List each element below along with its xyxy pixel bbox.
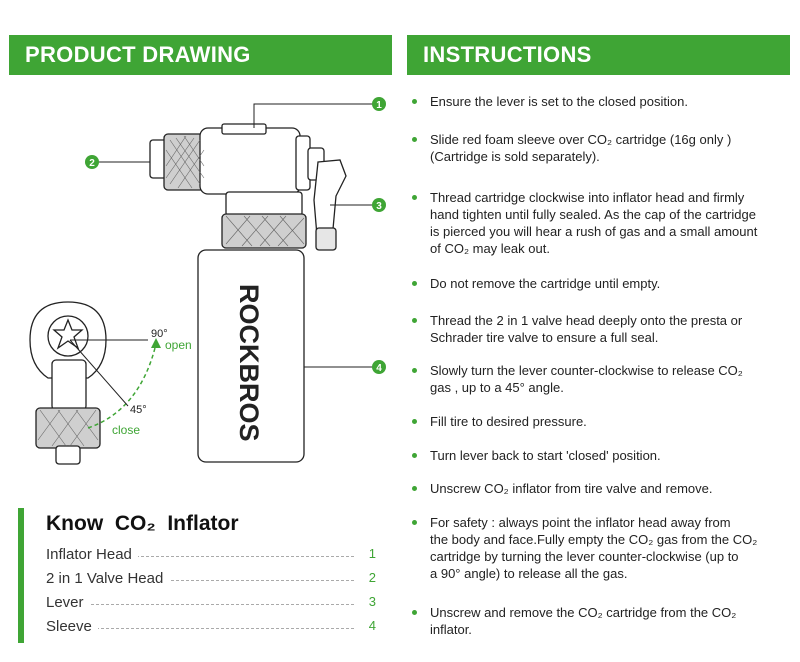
- callout-leaders: [98, 103, 376, 368]
- svg-text:4: 4: [376, 363, 382, 374]
- bullet-icon: [412, 137, 417, 142]
- lever-side-view: [29, 301, 107, 465]
- callout-1-marker: 1: [372, 97, 386, 111]
- instruction-item: Thread the 2 in 1 valve head deeply onto…: [412, 312, 790, 346]
- bullet-icon: [412, 318, 417, 323]
- open-label: open: [165, 338, 192, 352]
- instruction-item: For safety : always point the inflator h…: [412, 514, 790, 582]
- bullet-icon: [412, 486, 417, 491]
- dash-leader: [46, 556, 354, 557]
- instruction-item: Slowly turn the lever counter-clockwise …: [412, 362, 790, 396]
- dash-leader: [46, 604, 354, 605]
- product-drawing-header: PRODUCT DRAWING: [9, 35, 392, 75]
- part-name: Lever: [46, 594, 90, 611]
- rotation-arrow: [87, 343, 157, 429]
- svg-text:2: 2: [89, 158, 95, 169]
- svg-text:3: 3: [376, 201, 382, 212]
- instruction-item: Fill tire to desired pressure.: [412, 413, 790, 430]
- instruction-item: Unscrew and remove the CO₂ cartridge fro…: [412, 604, 790, 638]
- close-angle-line: [69, 339, 129, 407]
- angle-90-label: 90°: [151, 328, 168, 340]
- part-number: 3: [368, 594, 376, 609]
- dash-leader: [46, 628, 354, 629]
- instruction-item: Turn lever back to start 'closed' positi…: [412, 447, 790, 464]
- callout-2-marker: 2: [85, 155, 99, 169]
- bullet-icon: [412, 610, 417, 615]
- bullet-icon: [412, 368, 417, 373]
- instruction-item: Unscrew CO₂ inflator from tire valve and…: [412, 480, 790, 497]
- callout-3-marker: 3: [372, 198, 386, 212]
- part-number: 2: [368, 570, 376, 585]
- product-drawing: ROCKBROS 1 2 3 4 90° open: [29, 97, 386, 465]
- brand-label: ROCKBROS: [234, 284, 264, 442]
- know-title: Know CO₂ Inflator: [46, 512, 239, 535]
- svg-text:1: 1: [376, 100, 382, 111]
- instruction-item: Thread cartridge clockwise into inflator…: [412, 189, 790, 257]
- part-row: Inflator Head 1: [46, 546, 376, 566]
- angle-45-label: 45°: [130, 404, 147, 416]
- part-number: 1: [368, 546, 376, 561]
- bullet-icon: [412, 195, 417, 200]
- bullet-icon: [412, 453, 417, 458]
- callout-4-marker: 4: [372, 360, 386, 374]
- bullet-icon: [412, 520, 417, 525]
- part-number: 4: [368, 618, 376, 633]
- part-name: Inflator Head: [46, 546, 138, 563]
- inflator-head-illustration: [149, 123, 347, 251]
- bullet-icon: [412, 419, 417, 424]
- close-label: close: [112, 423, 140, 437]
- know-inflator-panel: Know CO₂ Inflator Inflator Head 1 2 in 1…: [18, 508, 378, 643]
- part-row: Sleeve 4: [46, 618, 376, 638]
- knurl-pattern: [165, 135, 305, 247]
- instruction-item: Slide red foam sleeve over CO₂ cartridge…: [412, 131, 790, 165]
- instruction-item: Do not remove the cartridge until empty.: [412, 275, 790, 292]
- side-knurl: [37, 409, 99, 447]
- part-name: Sleeve: [46, 618, 98, 635]
- sleeve-illustration: [197, 249, 305, 463]
- bullet-icon: [412, 281, 417, 286]
- part-row: 2 in 1 Valve Head 2: [46, 570, 376, 590]
- dash-leader: [46, 580, 354, 581]
- part-row: Lever 3: [46, 594, 376, 614]
- bullet-icon: [412, 99, 417, 104]
- arrow-head-icon: [151, 338, 161, 348]
- instructions-header: INSTRUCTIONS: [407, 35, 790, 75]
- part-name: 2 in 1 Valve Head: [46, 570, 170, 587]
- instruction-item: Ensure the lever is set to the closed po…: [412, 93, 790, 110]
